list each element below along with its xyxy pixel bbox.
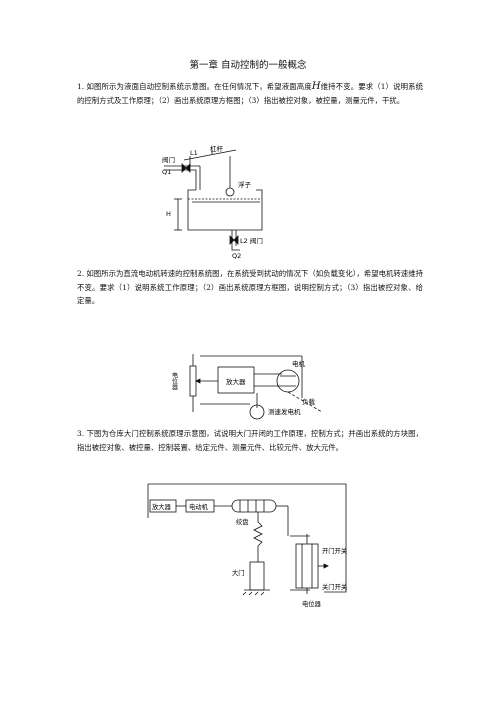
inlet-valve-label: 阀门 — [162, 155, 175, 164]
load-label: 负载 — [302, 397, 316, 406]
question-1: 1. 如图所示为液面自动控制系统示意图。在任何情况下，希望液面高度H维持不变。要… — [77, 80, 423, 107]
figure-2-motor-speed: 电位器 放大器 电机 负载 测速发电机 — [171, 354, 323, 420]
open-switch-label: 开门开关 — [322, 546, 348, 555]
lever-label: 杠杆 — [210, 144, 224, 153]
h-label: H — [166, 210, 171, 218]
question-3: 3. 下图为仓库大门控制系统原理示意图，试说明大门开闭的工作原理，控制方式；并画… — [77, 429, 423, 452]
q1-label: Q1 — [162, 168, 171, 176]
potentiometer-label: 电位器 — [171, 371, 178, 391]
page-title: 第一章 自动控制的一般概念 — [189, 60, 307, 71]
question-1-text-a: 1. 如图所示为液面自动控制系统示意图。在任何情况下，希望液面高度 — [77, 82, 312, 91]
question-2: 2. 如图所示为直流电动机转速的控制系统图，在系统受到扰动的情况下（如负载变化）… — [77, 269, 423, 305]
height-variable-h: H — [311, 81, 321, 92]
tacho-generator-label: 测速发电机 — [268, 407, 301, 416]
door-label: 大门 — [232, 568, 245, 577]
float-label: 浮子 — [238, 180, 252, 189]
motor-label: 电机 — [292, 359, 306, 368]
l1-label: L1 — [190, 149, 198, 157]
q2-label: Q2 — [232, 252, 241, 260]
question-1-text-b: 维持不变。要求（1）说明系统的控制方式及工作原理；（2）画出系统原理方框图；（3… — [77, 82, 423, 105]
close-switch-label: 关门开关 — [322, 582, 348, 591]
potentiometer-label: 电位器 — [302, 599, 322, 608]
motor-label: 电动机 — [189, 502, 209, 511]
figure-1-liquid-level: 杠杆 阀门 L1 Q1 浮子 H L2 阀门 Q2 — [162, 144, 263, 260]
amplifier-label: 放大器 — [152, 502, 172, 511]
amplifier-label: 放大器 — [226, 377, 246, 386]
outlet-valve-label: L2 阀门 — [240, 236, 263, 245]
drum-label: 绞盘 — [236, 517, 249, 526]
figure-3-warehouse-door: 放大器 电动机 绞盘 大门 开门开关 关门开关 电位器 — [147, 483, 348, 608]
